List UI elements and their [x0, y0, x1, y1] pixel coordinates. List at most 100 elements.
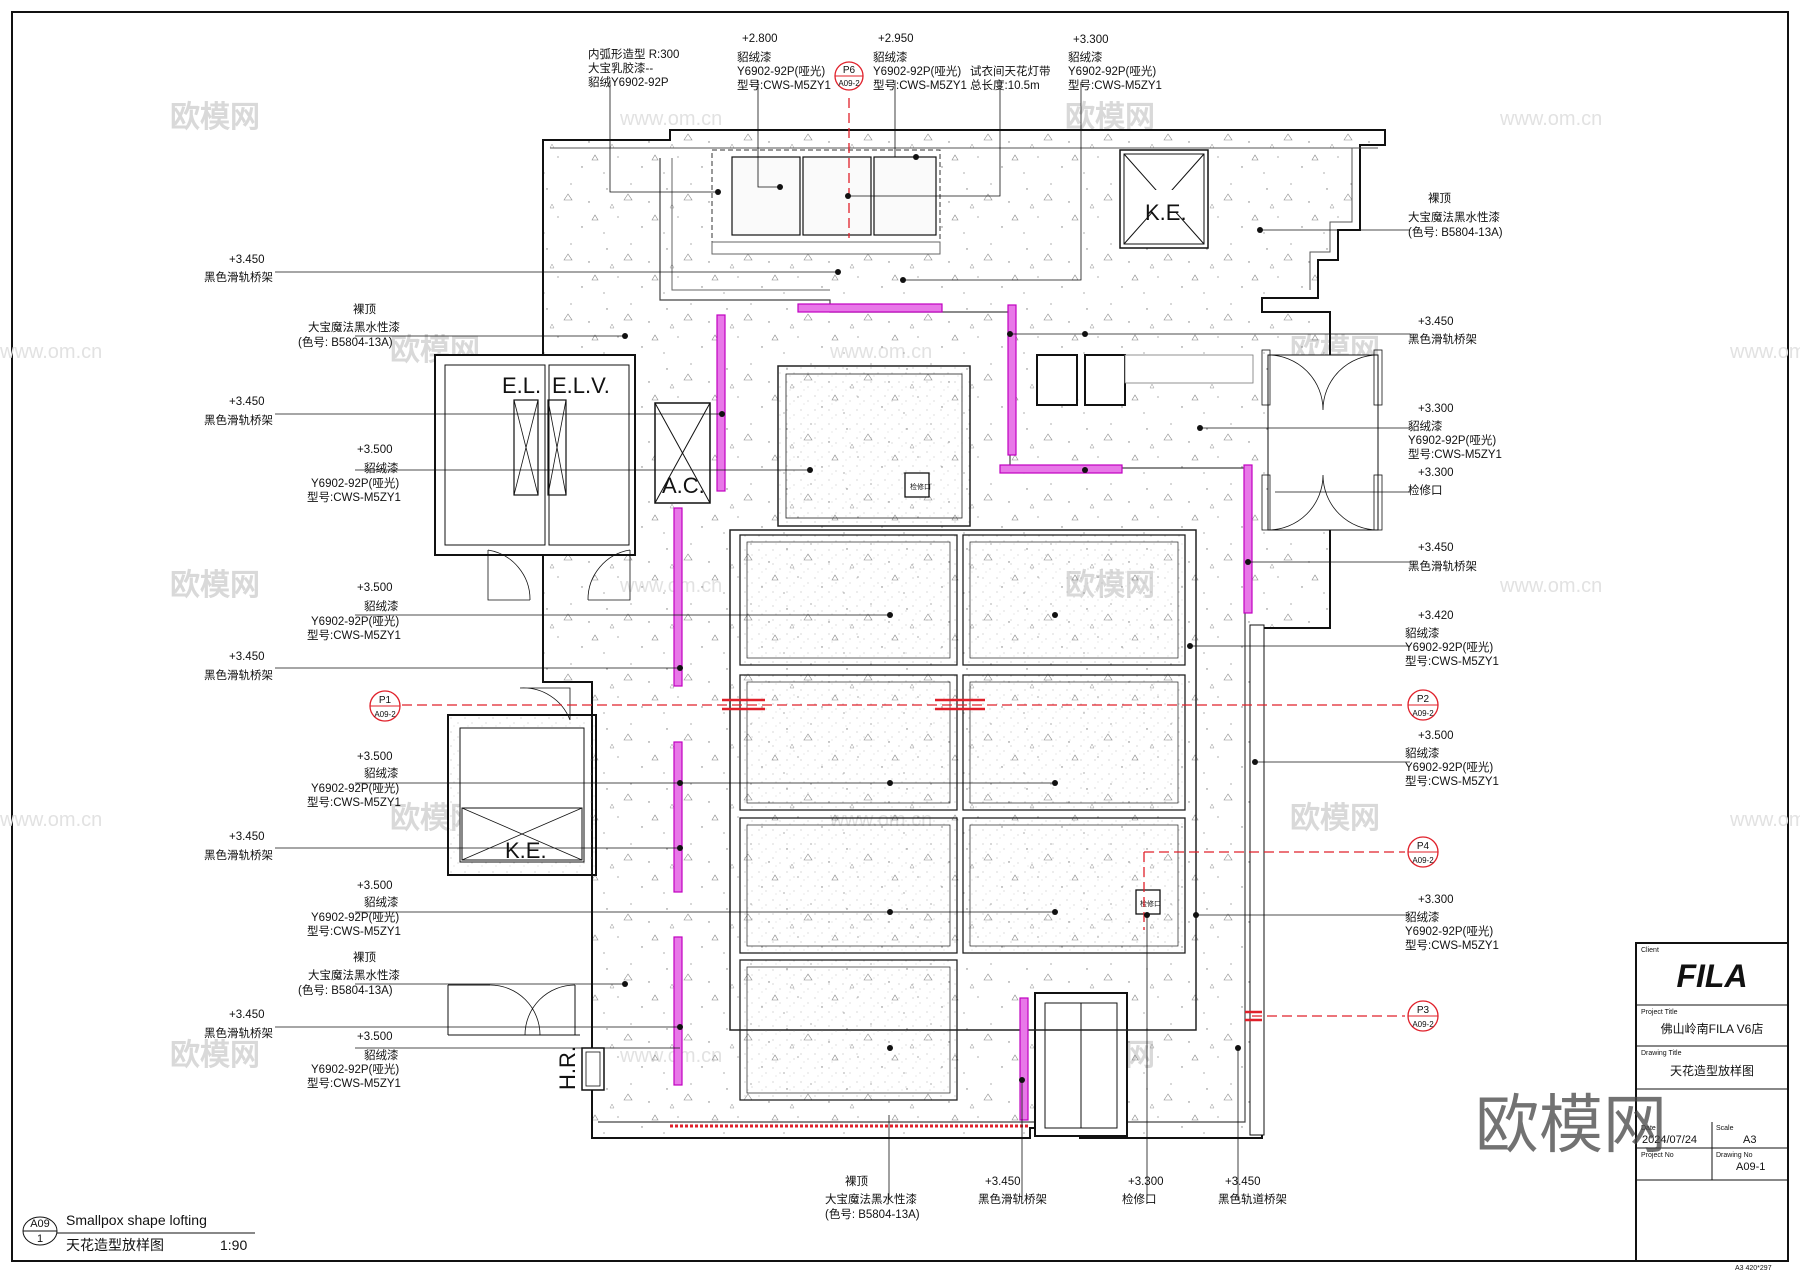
svg-text:黑色滑轨桥架: 黑色滑轨桥架 — [204, 270, 273, 284]
callout-right-rail-2: +3.450 黑色滑轨桥架 — [1408, 542, 1477, 573]
watermark-cn: 欧模网 — [1065, 101, 1155, 134]
svg-text:裸顶: 裸顶 — [845, 1174, 868, 1188]
svg-text:Drawing Title: Drawing Title — [1641, 1050, 1682, 1057]
svg-text:Y6902-92P(哑光): Y6902-92P(哑光) — [1405, 760, 1493, 774]
svg-text:黑色滑轨桥架: 黑色滑轨桥架 — [1408, 332, 1477, 346]
callout-left-bare-1: 裸顶 大宝魔法黑水性漆 (色号: B5804-13A) — [298, 302, 400, 349]
callout-left-rail-2: +3.450 黑色滑轨桥架 — [204, 396, 273, 427]
svg-text:型号:CWS-M5ZY1: 型号:CWS-M5ZY1 — [307, 795, 401, 809]
svg-text:型号:CWS-M5ZY1: 型号:CWS-M5ZY1 — [737, 78, 831, 92]
svg-text:型号:CWS-M5ZY1: 型号:CWS-M5ZY1 — [1405, 774, 1499, 788]
svg-text:+3.500: +3.500 — [1418, 730, 1454, 742]
svg-text:检修口: 检修口 — [1408, 483, 1443, 497]
callout-right-access: +3.300 检修口 — [1408, 467, 1454, 497]
svg-text:黑色滑轨桥架: 黑色滑轨桥架 — [204, 668, 273, 682]
section-marker-p6: P6 A09-2 — [834, 61, 864, 91]
watermark-url: www.om.cn — [1729, 809, 1800, 831]
svg-text:大宝魔法黑水性漆: 大宝魔法黑水性漆 — [1408, 210, 1500, 224]
access-hatch-label: 检修口 — [1140, 899, 1161, 908]
access-hatch-label: 检修口 — [910, 482, 931, 491]
svg-text:+3.450: +3.450 — [1418, 542, 1454, 554]
svg-text:(色号: B5804-13A): (色号: B5804-13A) — [825, 1207, 920, 1221]
callout-3300-top: +3.300 貂绒漆 Y6902-92P(哑光) 型号:CWS-M5ZY1 — [1068, 34, 1162, 92]
svg-text:黑色滑轨桥架: 黑色滑轨桥架 — [204, 1026, 273, 1040]
callout-right-3420: +3.420 貂绒漆 Y6902-92P(哑光) 型号:CWS-M5ZY1 — [1405, 610, 1499, 668]
svg-text:P2: P2 — [1417, 694, 1430, 705]
svg-text:貂绒漆: 貂绒漆 — [1405, 746, 1440, 760]
svg-text:总长度:10.5m: 总长度:10.5m — [970, 78, 1040, 92]
svg-text:A09-2: A09-2 — [1412, 1020, 1434, 1029]
svg-text:型号:CWS-M5ZY1: 型号:CWS-M5ZY1 — [1408, 447, 1502, 461]
svg-text:+3.500: +3.500 — [357, 444, 393, 456]
svg-text:型号:CWS-M5ZY1: 型号:CWS-M5ZY1 — [307, 628, 401, 642]
svg-text:+3.500: +3.500 — [357, 582, 393, 594]
svg-text:黑色滑轨桥架: 黑色滑轨桥架 — [204, 848, 273, 862]
svg-text:黑色轨道桥架: 黑色轨道桥架 — [1218, 1192, 1287, 1206]
watermark-url: www.om.cn — [0, 809, 102, 831]
callout-left-3500-3: +3.500 貂绒漆 Y6902-92P(哑光) 型号:CWS-M5ZY1 — [307, 751, 401, 809]
callout-2800: +2.800 貂绒漆 Y6902-92P(哑光) 型号:CWS-M5ZY1 — [737, 33, 831, 92]
svg-text:貂绒漆: 貂绒漆 — [364, 895, 399, 909]
svg-text:黑色滑轨桥架: 黑色滑轨桥架 — [978, 1192, 1047, 1206]
room-label-ke-top: K.E. — [1145, 200, 1187, 225]
svg-text:貂绒漆: 貂绒漆 — [737, 50, 772, 64]
svg-text:A09-2: A09-2 — [838, 79, 860, 88]
svg-text:+3.300: +3.300 — [1073, 34, 1109, 46]
callout-left-rail-4: +3.450 黑色滑轨桥架 — [204, 831, 273, 862]
svg-text:+3.300: +3.300 — [1418, 467, 1454, 479]
svg-text:+3.500: +3.500 — [357, 1031, 393, 1043]
section-marker-p2: P2 A09-2 — [1407, 689, 1439, 721]
drawing-scale: 1:90 — [220, 1237, 247, 1253]
svg-text:黑色滑轨桥架: 黑色滑轨桥架 — [1408, 559, 1477, 573]
svg-text:+3.300: +3.300 — [1418, 403, 1454, 415]
drawing-title: 天花造型放样图 — [1670, 1063, 1754, 1078]
svg-text:A09-2: A09-2 — [1412, 709, 1434, 718]
callout-right-3300-2: +3.300 貂绒漆 Y6902-92P(哑光) 型号:CWS-M5ZY1 — [1405, 894, 1499, 952]
svg-text:+3.300: +3.300 — [1418, 894, 1454, 906]
svg-text:裸顶: 裸顶 — [1428, 191, 1451, 205]
svg-text:(色号: B5804-13A): (色号: B5804-13A) — [298, 983, 393, 997]
svg-text:Y6902-92P(哑光): Y6902-92P(哑光) — [1405, 640, 1493, 654]
room-label-ke-left: K.E. — [505, 838, 547, 863]
svg-text:貂绒漆: 貂绒漆 — [1405, 626, 1440, 640]
svg-text:貂绒漆: 貂绒漆 — [1068, 50, 1103, 64]
drawing-title-cn: 天花造型放样图 — [66, 1237, 164, 1253]
callout-left-3500-2: +3.500 貂绒漆 Y6902-92P(哑光) 型号:CWS-M5ZY1 — [307, 582, 401, 642]
svg-text:Y6902-92P(哑光): Y6902-92P(哑光) — [1405, 924, 1493, 938]
svg-text:型号:CWS-M5ZY1: 型号:CWS-M5ZY1 — [1405, 938, 1499, 952]
callout-arc: 内弧形造型 R:300 大宝乳胶漆-- 貂绒Y6902-92P — [588, 47, 679, 89]
paper-size: A3 420*297 — [1735, 1265, 1772, 1272]
sheet-border — [11, 11, 1789, 1262]
section-marker-p4: P4 A09-2 — [1407, 836, 1439, 868]
svg-text:试衣间天花灯带: 试衣间天花灯带 — [970, 64, 1051, 78]
svg-text:Drawing No: Drawing No — [1716, 1152, 1753, 1159]
project-title: 佛山岭南FILA V6店 — [1661, 1021, 1764, 1036]
svg-text:型号:CWS-M5ZY1: 型号:CWS-M5ZY1 — [307, 490, 401, 504]
svg-text:貂绒漆: 貂绒漆 — [1405, 910, 1440, 924]
svg-text:貂绒漆: 貂绒漆 — [364, 461, 399, 475]
svg-text:型号:CWS-M5ZY1: 型号:CWS-M5ZY1 — [1068, 78, 1162, 92]
svg-text:+3.450: +3.450 — [229, 651, 265, 663]
svg-text:+3.500: +3.500 — [357, 751, 393, 763]
svg-text:P3: P3 — [1417, 1005, 1430, 1016]
callout-left-rail-3: +3.450 黑色滑轨桥架 — [204, 651, 273, 682]
svg-text:Y6902-92P(哑光): Y6902-92P(哑光) — [1068, 64, 1156, 78]
svg-text:大宝乳胶漆--: 大宝乳胶漆-- — [588, 61, 653, 75]
callout-right-rail-1: +3.450 黑色滑轨桥架 — [1408, 316, 1477, 346]
callout-left-bare-2: 裸顶 大宝魔法黑水性漆 (色号: B5804-13A) — [298, 950, 400, 997]
svg-text:+3.450: +3.450 — [229, 254, 265, 266]
svg-text:+3.450: +3.450 — [1418, 316, 1454, 328]
drawing-no: A09-1 — [1736, 1161, 1765, 1173]
svg-text:Y6902-92P(哑光): Y6902-92P(哑光) — [873, 64, 961, 78]
watermark-cn: 欧模网 — [170, 1039, 260, 1072]
svg-text:大宝魔法黑水性漆: 大宝魔法黑水性漆 — [308, 320, 400, 334]
drawing-title-en: Smallpox shape lofting — [66, 1212, 207, 1228]
callout-right-3300: +3.300 貂绒漆 Y6902-92P(哑光) 型号:CWS-M5ZY1 — [1408, 403, 1502, 461]
leader-lines — [275, 80, 1410, 1200]
corner-watermark: 欧模网 — [1475, 1089, 1667, 1161]
svg-text:+3.450: +3.450 — [1225, 1176, 1261, 1188]
svg-text:+3.450: +3.450 — [985, 1176, 1021, 1188]
svg-text:Project Title: Project Title — [1641, 1009, 1678, 1016]
svg-text:貂绒漆: 貂绒漆 — [364, 766, 399, 780]
